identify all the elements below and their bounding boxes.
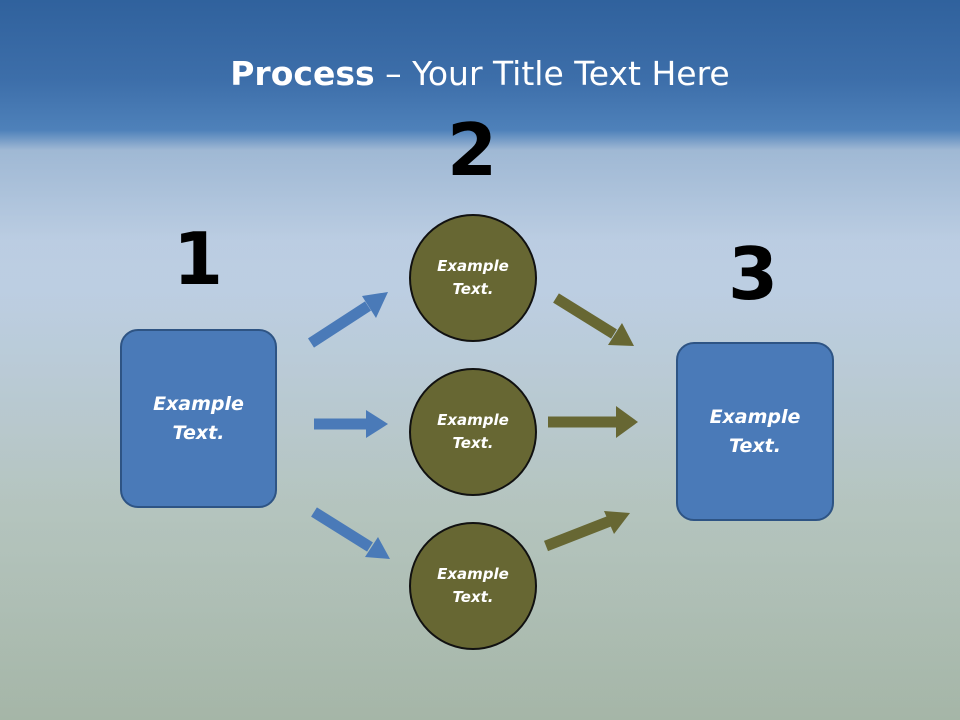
- arrow-circle-middle-to-box: [548, 406, 638, 438]
- arrow-box-to-circle-middle: [314, 410, 388, 438]
- slide-title: Process – Your Title Text Here: [0, 54, 960, 94]
- step-number-2: 2: [446, 108, 498, 192]
- arrow-circle-top-to-box: [553, 293, 634, 346]
- arrow-box-to-circle-bottom: [311, 507, 390, 559]
- step-number-1: 1: [172, 217, 224, 301]
- arrow-circle-bottom-to-box: [543, 511, 630, 552]
- title-rest: – Your Title Text Here: [374, 54, 730, 93]
- title-bold: Process: [230, 54, 375, 93]
- arrow-box-to-circle-top: [308, 292, 388, 348]
- step-number-3: 3: [727, 232, 779, 316]
